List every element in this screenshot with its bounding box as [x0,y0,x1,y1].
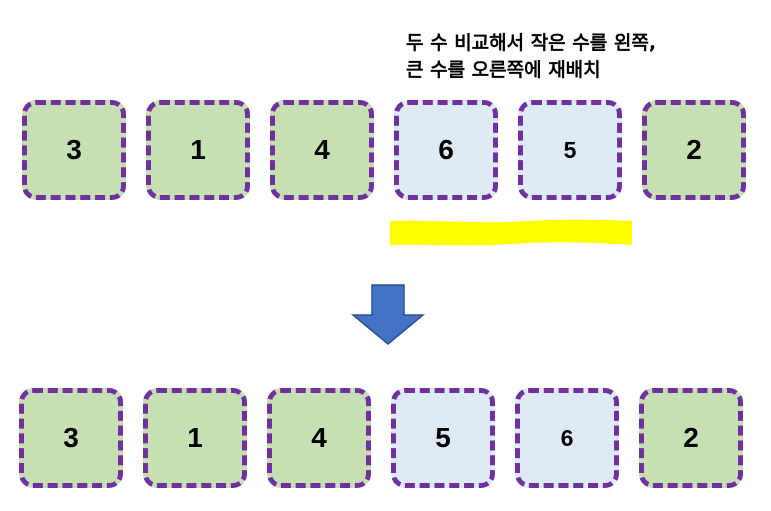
highlight-stroke [390,219,632,246]
after-box-3: 4 [267,388,371,488]
after-box-5: 6 [515,388,619,488]
caption-line-1: 두 수 비교해서 작은 수를 왼쪽, [406,32,657,54]
after-box-2: 1 [143,388,247,488]
box-value: 2 [683,422,699,453]
down-arrow-icon [350,284,426,345]
before-box-6: 2 [642,100,746,200]
before-box-4: 6 [394,100,498,200]
box-value: 5 [563,136,577,163]
box-value: 3 [66,134,82,165]
box-value: 6 [560,424,574,451]
before-box-1: 3 [22,100,126,200]
box-value: 4 [311,422,327,453]
before-box-5: 5 [518,100,622,200]
box-value: 1 [190,134,206,165]
box-value: 2 [686,134,702,165]
box-value: 1 [187,422,203,453]
after-box-4: 5 [391,388,495,488]
after-box-6: 2 [639,388,743,488]
box-value: 4 [314,134,330,165]
box-value: 3 [63,422,79,453]
caption: 두 수 비교해서 작은 수를 왼쪽, 큰 수를 오른쪽에 재배치 [406,30,766,84]
before-box-2: 1 [146,100,250,200]
before-box-3: 4 [270,100,374,200]
box-value: 5 [435,422,451,453]
box-value: 6 [438,134,454,165]
after-box-1: 3 [19,388,123,488]
caption-line-2: 큰 수를 오른쪽에 재배치 [406,59,601,81]
